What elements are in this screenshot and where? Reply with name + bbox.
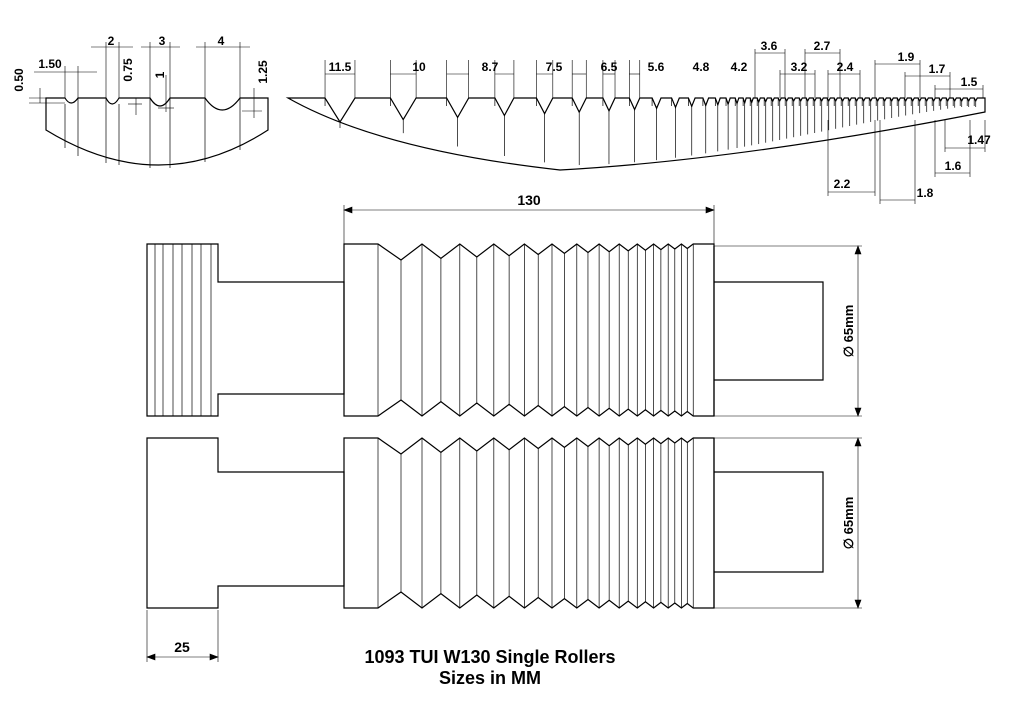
- dim-label: 3.2: [791, 60, 808, 74]
- left-groove-profile: 0.50 1.50 2 0.75 3 1 4 1.25: [12, 34, 270, 168]
- dim-label: 2.7: [814, 39, 831, 53]
- dim-label: 2: [108, 34, 115, 48]
- dim-label: 11.5: [329, 60, 352, 74]
- drawing-title: 1093 TUI W130 Single Rollers: [364, 647, 615, 667]
- roller-bottom: [146, 437, 824, 609]
- dim-label: 10: [412, 60, 426, 74]
- dim-label: 7.5: [546, 60, 563, 74]
- dim-label: 1.7: [929, 62, 946, 76]
- dim-label: 3.6: [761, 39, 778, 53]
- roller-dimensions: [146, 205, 862, 662]
- dim-label: 1.47: [967, 133, 991, 147]
- dim-label: 1: [153, 71, 167, 78]
- dim-label: 4.2: [731, 60, 748, 74]
- dim-label: 0.50: [12, 68, 26, 92]
- right-groove-profile: 11.5 10 8.7 7.5 6.5 5.6 4.8 4.2 3.6 3.2 …: [285, 39, 991, 204]
- dim-label: 1.6: [945, 159, 962, 173]
- dim-label: 4.8: [693, 60, 710, 74]
- diameter-label-top: ∅ 65mm: [841, 305, 856, 358]
- dim-label: 0.75: [121, 58, 135, 82]
- dim-label: 1.25: [256, 60, 270, 84]
- dim-label: 1.50: [38, 57, 62, 71]
- dim-label: 2.2: [834, 177, 851, 191]
- width-dimension-label: 130: [517, 192, 541, 208]
- dim-label: 3: [159, 34, 166, 48]
- flange-width-label: 25: [174, 639, 190, 655]
- dim-label: 1.5: [961, 75, 978, 89]
- drawing-subtitle: Sizes in MM: [439, 668, 541, 688]
- dim-label: 8.7: [482, 60, 499, 74]
- dim-label: 6.5: [601, 60, 618, 74]
- diameter-label-bottom: ∅ 65mm: [841, 497, 856, 550]
- dim-label: 5.6: [648, 60, 665, 74]
- dim-label: 4: [218, 34, 225, 48]
- dim-label: 2.4: [837, 60, 854, 74]
- dim-label: 1.9: [898, 50, 915, 64]
- roller-top: [146, 243, 824, 417]
- dim-label: 1.8: [917, 186, 934, 200]
- left-profile-labels: 0.50 1.50 2 0.75 3 1 4 1.25: [12, 34, 270, 92]
- right-profile-labels: 11.5 10 8.7 7.5 6.5 5.6 4.8 4.2 3.6 3.2 …: [329, 39, 991, 200]
